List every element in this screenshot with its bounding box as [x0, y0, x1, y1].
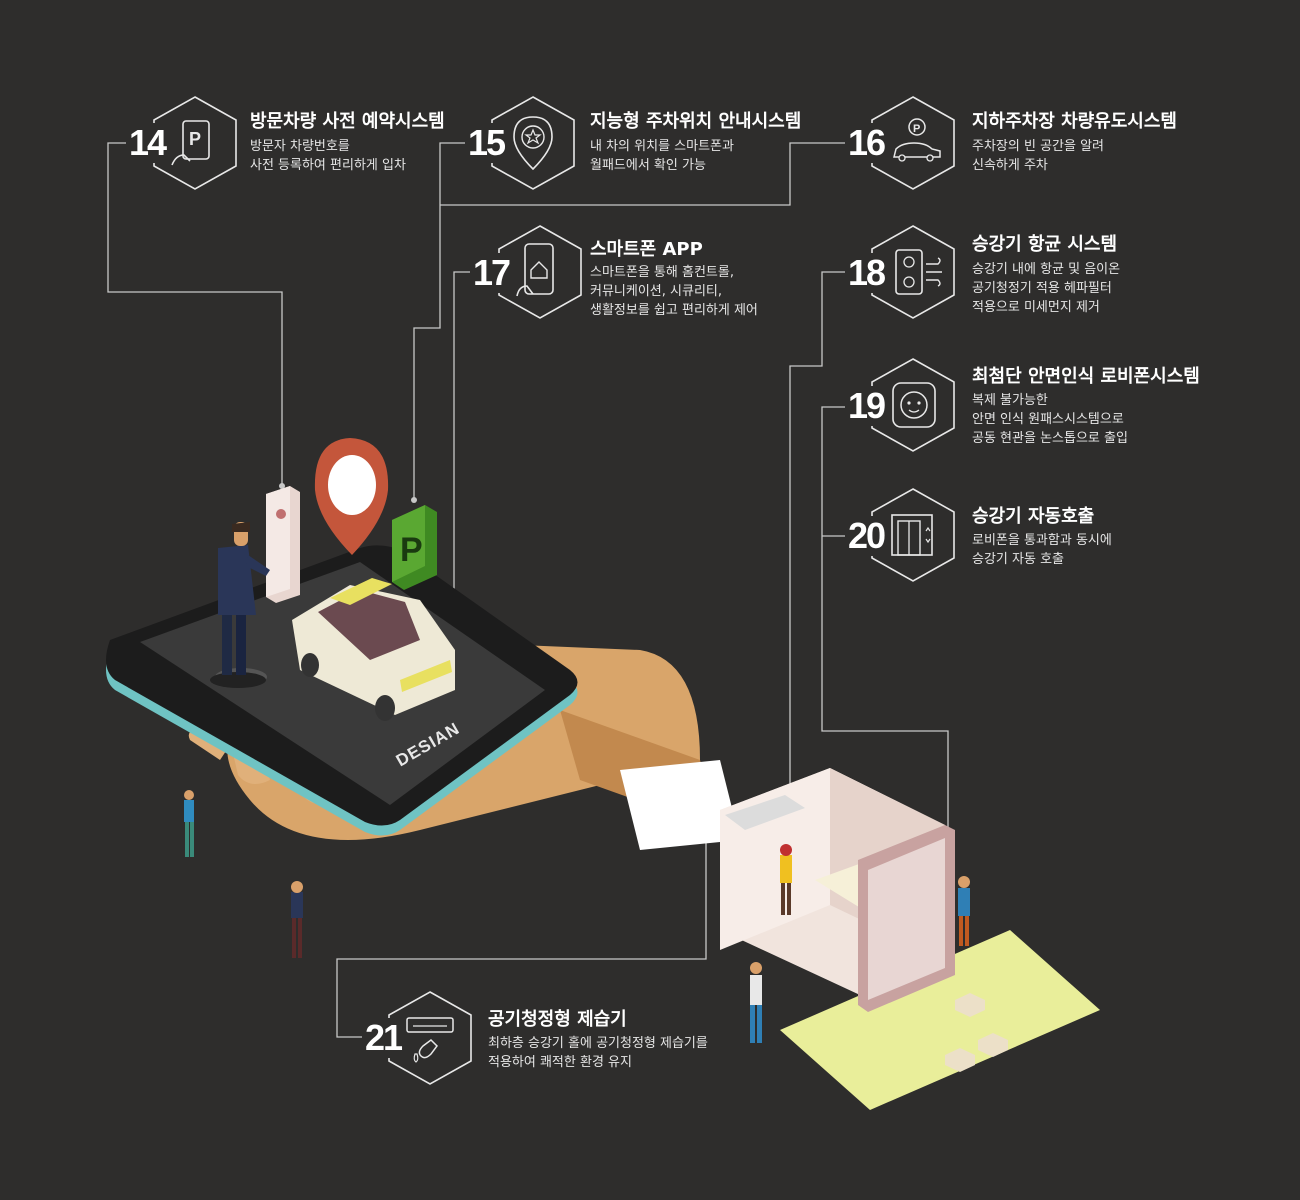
feature-title: 공기청정형 제습기 [488, 1009, 627, 1030]
feature-number: 15 [465, 123, 508, 163]
car-illustration [292, 578, 455, 721]
feature-title: 승강기 항균 시스템 [972, 234, 1118, 255]
lobby-phone-panel-illustration [266, 486, 300, 603]
smartphone-home-icon [498, 225, 582, 319]
feature-number: 19 [845, 386, 888, 426]
svg-text:P: P [400, 531, 423, 569]
feature-title: 지하주차장 차량유도시스템 [972, 111, 1177, 132]
svg-text:P: P [913, 123, 920, 135]
feature-title: 스마트폰 APP [590, 239, 703, 260]
feature-number: 16 [845, 123, 888, 163]
feature-number: 21 [362, 1018, 405, 1058]
feature-number: 20 [845, 516, 888, 556]
svg-text:P: P [189, 129, 201, 149]
face-recognition-icon [871, 358, 955, 452]
feature-number: 14 [126, 123, 169, 163]
feature-number: 17 [470, 253, 513, 293]
parking-sign-illustration: P [392, 505, 437, 590]
feature-title: 지능형 주차위치 안내시스템 [590, 111, 802, 132]
small-people-illustration [184, 790, 970, 1043]
person-illustration [210, 522, 270, 688]
feature-title: 최첨단 안면인식 로비폰시스템 [972, 366, 1200, 387]
feature-number: 18 [845, 253, 888, 293]
dehumidifier-icon [388, 991, 472, 1085]
location-pin-illustration [314, 438, 389, 555]
building-lobby-illustration [720, 768, 1100, 1110]
elevator-door-icon [871, 488, 955, 582]
feature-title: 방문차량 사전 예약시스템 [250, 111, 445, 132]
location-star-icon [491, 96, 575, 190]
parking-phone-icon: P [153, 96, 237, 190]
elevator-air-icon [871, 225, 955, 319]
feature-title: 승강기 자동호출 [972, 506, 1095, 527]
parking-car-icon: P [871, 96, 955, 190]
feature-description: 스마트폰을 통해 홈컨트롤,커뮤니케이션, 시큐리티,생활정보를 쉽고 편리하게… [590, 265, 758, 318]
